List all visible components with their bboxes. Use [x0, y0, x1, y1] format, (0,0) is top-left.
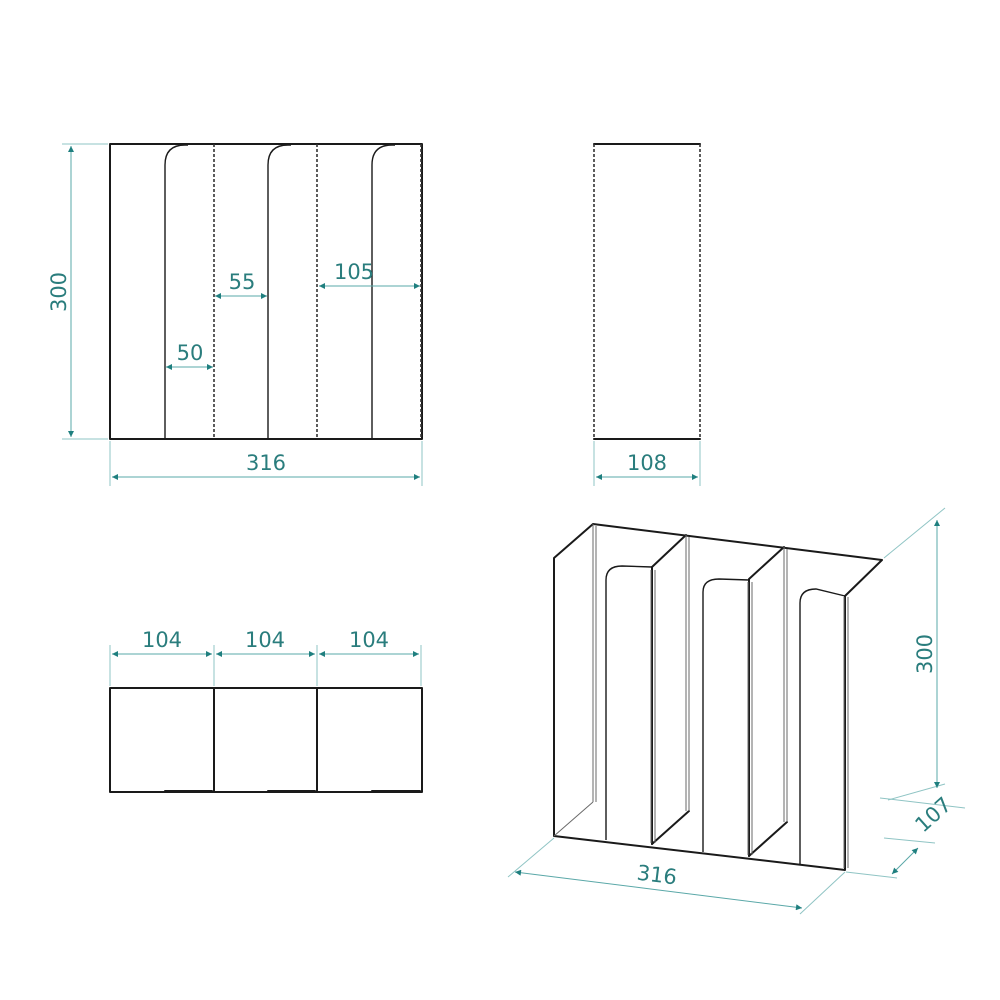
slot-front-edge — [164, 144, 188, 439]
dim-slot-3: 104 — [349, 628, 389, 652]
dim-slot-2: 104 — [245, 628, 285, 652]
front-view: 300 316 50 55 105 — [47, 143, 423, 486]
iso-outline — [553, 523, 883, 871]
dim-iso-width: 316 — [635, 861, 678, 890]
dim-side-depth: 108 — [627, 451, 667, 475]
dimension-line — [891, 847, 919, 875]
dim-105: 105 — [334, 260, 374, 284]
slot-front-edge — [267, 144, 291, 439]
dim-iso-depth: 107 — [910, 792, 956, 837]
top-view: 104 104 104 — [109, 628, 423, 793]
dim-slot-1: 104 — [142, 628, 182, 652]
isometric-view: 316 300 107 — [507, 507, 966, 915]
dim-front-width: 316 — [246, 451, 286, 475]
dimension-line — [514, 869, 803, 911]
dim-50: 50 — [177, 341, 204, 365]
dim-55: 55 — [229, 270, 256, 294]
front-view-outline — [109, 143, 423, 440]
side-view: 108 — [593, 143, 701, 486]
slot-front-edge — [371, 144, 395, 439]
dim-front-height: 300 — [47, 272, 71, 312]
top-view-outline — [109, 687, 423, 793]
dim-iso-height: 300 — [913, 634, 937, 674]
